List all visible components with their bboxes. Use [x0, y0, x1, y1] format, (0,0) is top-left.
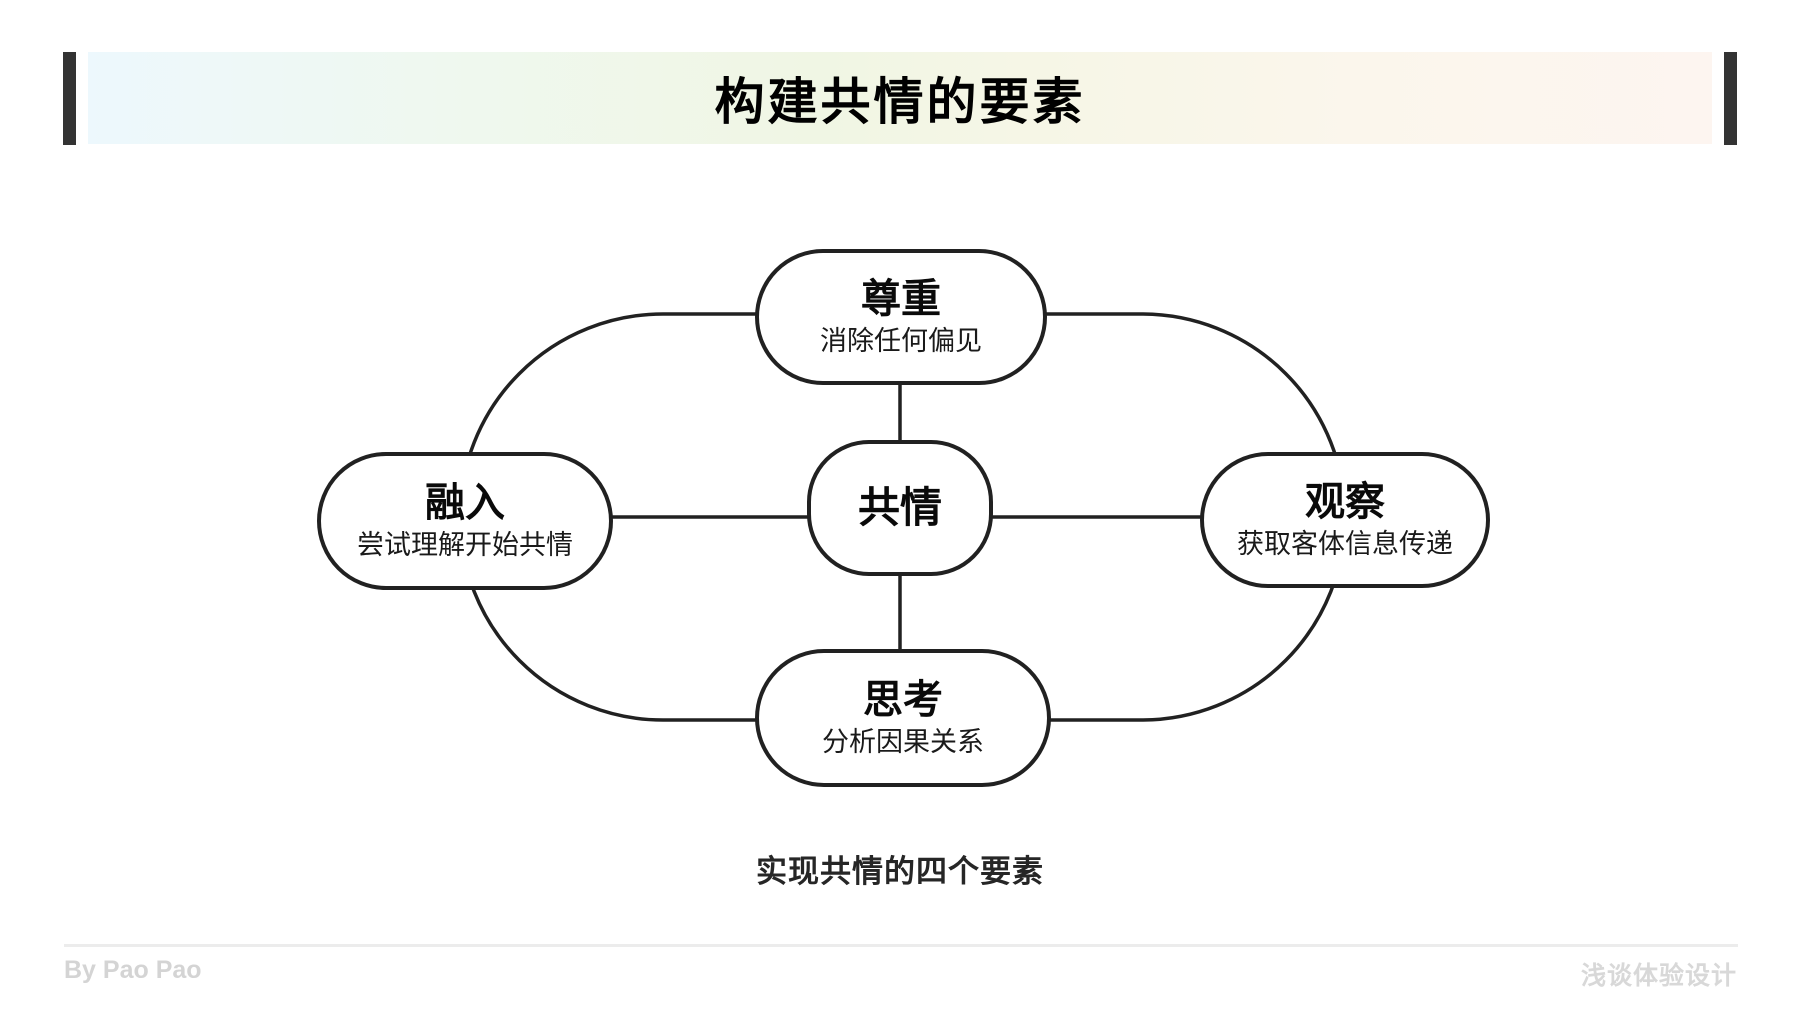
node-immerse-subtitle: 尝试理解开始共情	[357, 529, 573, 560]
node-respect-title: 尊重	[861, 276, 941, 321]
node-respect: 尊重 消除任何偏见	[755, 249, 1047, 385]
node-think-subtitle: 分析因果关系	[822, 726, 984, 757]
node-empathy-center: 共情	[807, 440, 993, 576]
node-immerse: 融入 尝试理解开始共情	[317, 452, 613, 590]
footer-brand: 浅谈体验设计	[1580, 962, 1737, 990]
node-observe: 观察 获取客体信息传递	[1200, 452, 1490, 588]
node-immerse-title: 融入	[425, 480, 505, 525]
node-observe-title: 观察	[1305, 479, 1385, 524]
page-title: 构建共情的要素	[714, 74, 1086, 130]
footer-divider	[64, 944, 1738, 947]
node-think: 思考 分析因果关系	[755, 649, 1051, 787]
header-left-accent-bar	[63, 52, 76, 145]
node-observe-subtitle: 获取客体信息传递	[1237, 528, 1453, 559]
header-gradient-banner: 构建共情的要素	[88, 52, 1712, 144]
header-right-accent-bar	[1724, 52, 1737, 145]
node-think-title: 思考	[863, 677, 943, 722]
footer-author: By Pao Pao	[64, 956, 202, 984]
node-empathy-title: 共情	[857, 483, 942, 531]
node-respect-subtitle: 消除任何偏见	[820, 325, 982, 356]
diagram-caption: 实现共情的四个要素	[756, 854, 1044, 889]
